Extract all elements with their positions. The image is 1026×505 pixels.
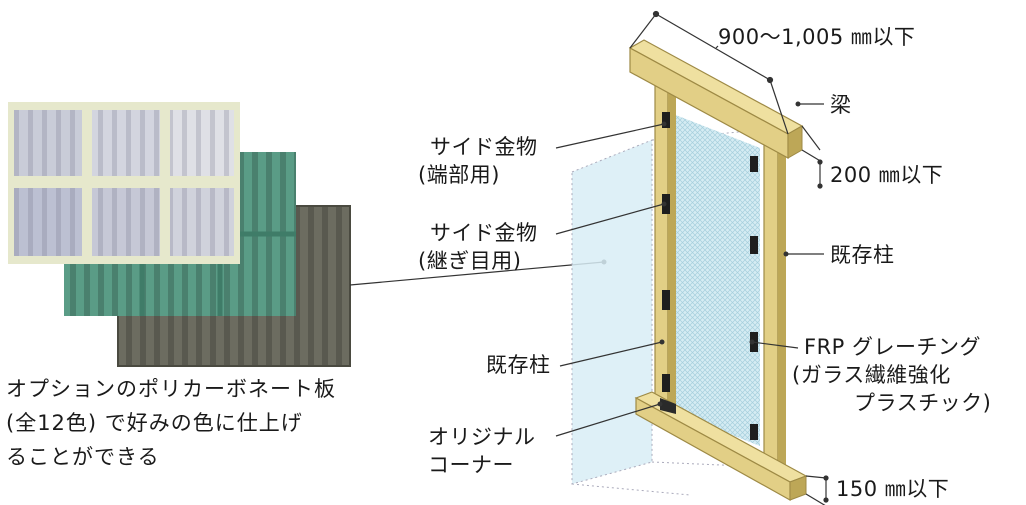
original-corner-label: オリジナル [428,425,536,449]
frp-grating-sublabel-1: (ガラス繊維強化 [792,363,951,387]
width-dimension-label: 900〜1,005 ㎜以下 [718,25,916,49]
existing-column-left-label: 既存柱 [486,353,551,377]
existing-column-right-label: 既存柱 [830,243,895,267]
frp-grating-label: FRP グレーチング [804,335,982,359]
frp-grating [668,112,760,446]
original-corner-hardware [660,398,676,414]
side-hardware-end-label: サイド金物 [430,135,538,159]
panel-caption-line-1: オプションのポリカーボネート板 [6,377,336,401]
side-hardware-end-sublabel: (端部用) [418,163,500,187]
side-hardware-joint-label: サイド金物 [430,221,538,245]
beam-label: 梁 [830,93,852,117]
panel-connector-line [349,261,605,286]
bottom-height-label: 150 ㎜以下 [836,477,950,501]
dimension-lines [629,10,829,505]
leader-lines [555,103,824,437]
beam-height-label: 200 ㎜以下 [830,163,944,187]
frp-grating-sublabel-2: プラスチック) [854,391,992,415]
wood-frame [628,39,808,502]
panel-caption-line-3: ることができる [6,445,160,469]
original-corner-sublabel: コーナー [428,453,514,477]
panel-caption: オプションのポリカーボネート板 (全12色) で好みの色に仕上げ ることができる [6,372,336,474]
side-hardware-joint-sublabel: (継ぎ目用) [418,249,522,273]
panel-caption-line-2: (全12色) で好みの色に仕上げ [6,411,303,435]
polycarbonate-panels-photo [8,102,351,367]
